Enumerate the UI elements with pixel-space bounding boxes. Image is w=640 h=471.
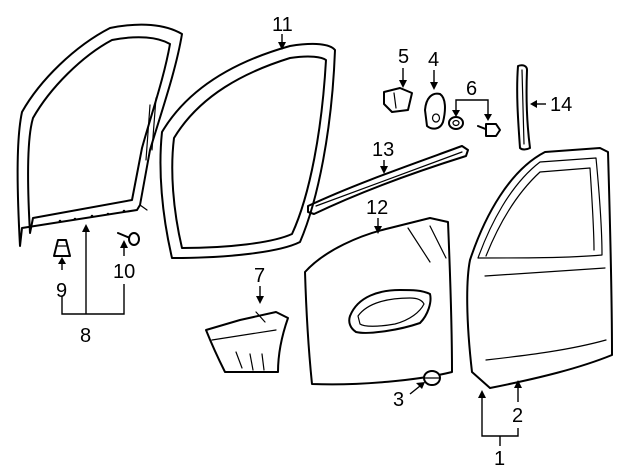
part-fasteners [448, 116, 501, 137]
part-bracket [205, 311, 289, 373]
callout-12: 12 [366, 197, 388, 219]
part-pin [117, 232, 140, 246]
part-clip [53, 239, 71, 257]
part-window-channel [307, 145, 469, 215]
part-hinge-cover [424, 92, 446, 130]
callout-14: 14 [550, 94, 572, 116]
callout-7: 7 [254, 265, 265, 287]
leader-lines [58, 34, 546, 446]
callout-9: 9 [56, 280, 67, 302]
callout-10: 10 [113, 261, 135, 283]
callout-3: 3 [393, 389, 404, 411]
part-door-weatherstrip [159, 42, 336, 259]
callout-11: 11 [272, 14, 293, 36]
callout-13: 13 [372, 139, 394, 161]
part-retainer [383, 87, 413, 113]
part-door-shell [466, 147, 613, 389]
part-belt-molding [516, 64, 531, 151]
part-body-weatherstrip [16, 23, 183, 247]
callout-6: 6 [466, 78, 477, 100]
callout-labels: 11 5 4 6 14 13 12 7 10 9 8 3 2 1 [56, 14, 572, 470]
callout-2: 2 [512, 405, 523, 427]
callout-8: 8 [80, 325, 91, 347]
part-door-trim-panel [304, 217, 453, 386]
callout-5: 5 [398, 46, 409, 68]
callout-4: 4 [428, 49, 439, 71]
part-grommet [423, 370, 441, 386]
callout-1: 1 [494, 448, 505, 470]
